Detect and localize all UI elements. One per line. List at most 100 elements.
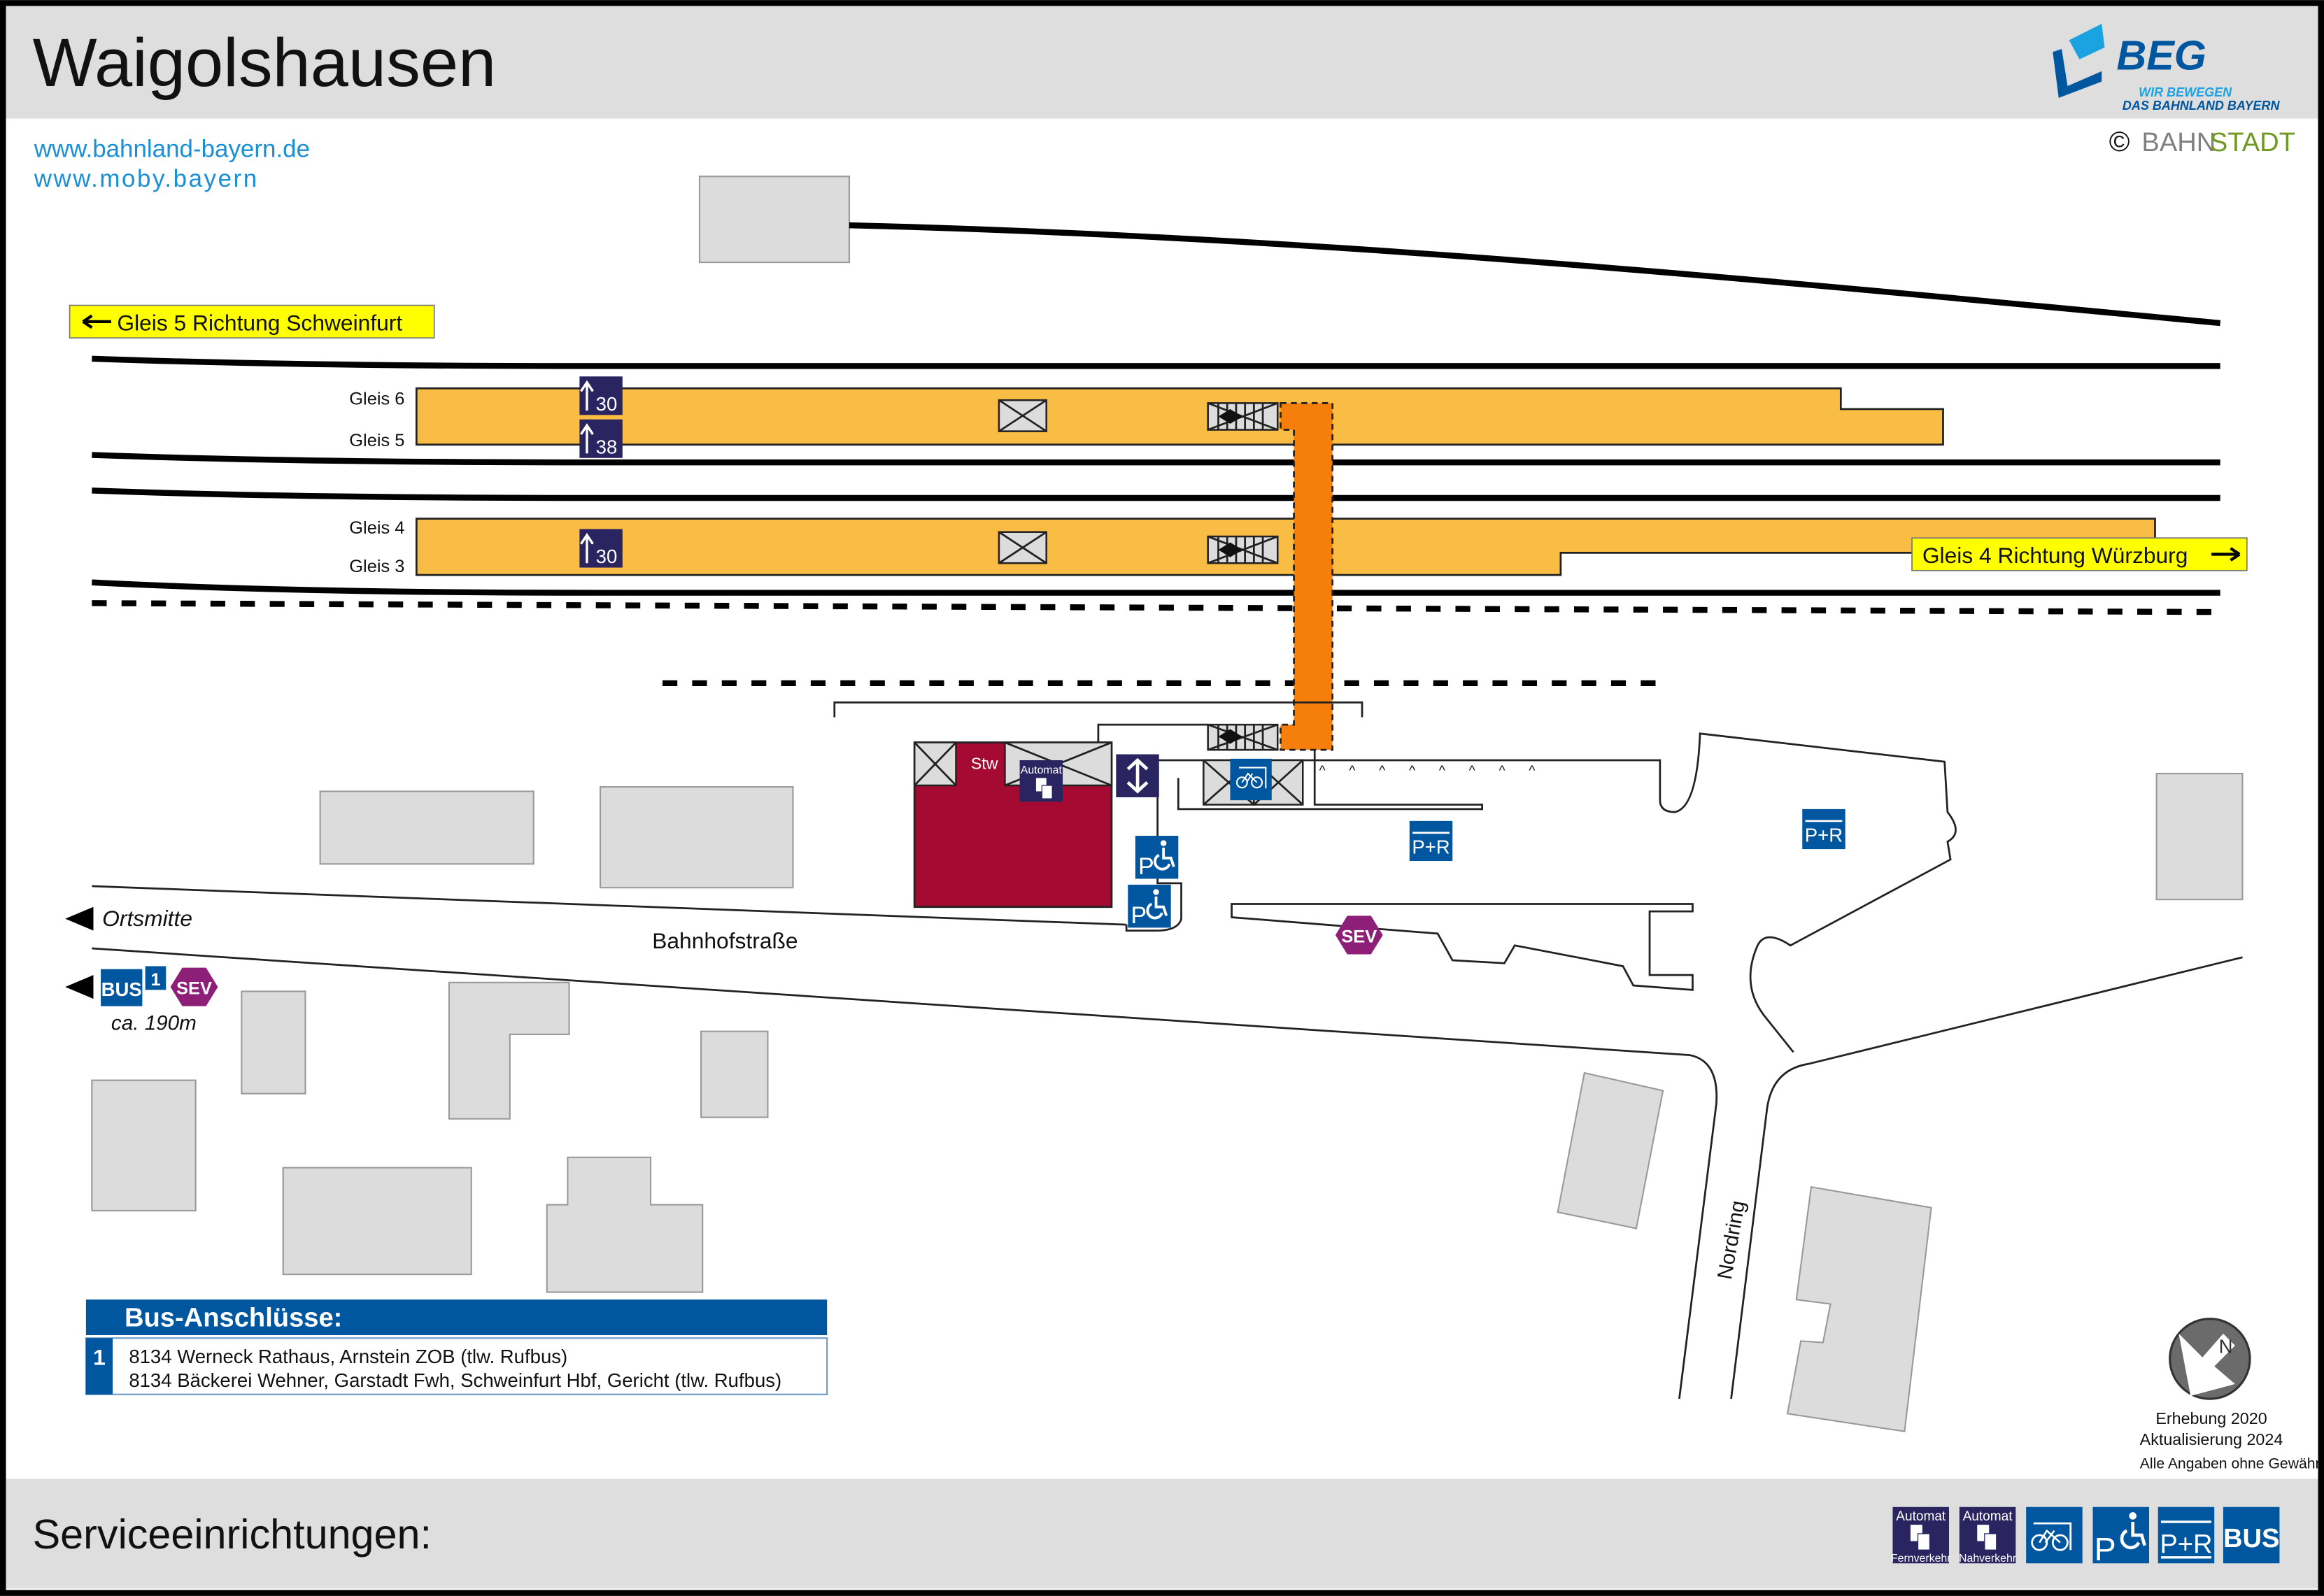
pr-label: P+R xyxy=(1805,824,1843,846)
compass-n: N xyxy=(2219,1335,2233,1357)
pr-label: P+R xyxy=(1412,836,1450,857)
header-band xyxy=(6,6,2318,119)
bus-icon: BUS xyxy=(2223,1506,2280,1564)
icon-label-bottom: Fernverkehr xyxy=(1891,1553,1951,1565)
direction-text: Gleis 4 Richtung Würzburg xyxy=(1922,543,2188,568)
station-title: Waigolshausen xyxy=(33,24,497,101)
bus-connections-table: Bus-Anschlüsse: 1 8134 Werneck Rathaus, … xyxy=(85,1299,828,1395)
copyright-bahn: BAHN xyxy=(2141,127,2216,157)
bus-stop-number: 1 xyxy=(93,1344,106,1369)
icon-label: BUS xyxy=(2223,1523,2280,1553)
direction-text: Gleis 5 Richtung Schweinfurt xyxy=(117,311,402,336)
disabled-parking-icon: P xyxy=(1128,884,1171,929)
platform-edge-markers: ^^^^^^^^ xyxy=(1319,764,1559,778)
p-label: P xyxy=(1131,902,1147,929)
triangle-left-icon xyxy=(65,975,94,999)
platform-height-sign: 30 xyxy=(579,376,623,415)
p-label: P xyxy=(1138,853,1154,880)
stairs xyxy=(1207,535,1279,564)
bus-distance: ca. 190m xyxy=(111,1012,197,1035)
bus-icon xyxy=(101,969,143,1006)
sign-value: 38 xyxy=(596,436,618,457)
building xyxy=(1786,1185,1932,1432)
building xyxy=(1557,1071,1664,1230)
arrow-right-icon xyxy=(2211,547,2241,562)
beg-logo-text: BEG xyxy=(2116,32,2206,79)
track-label-gleis-6: Gleis 6 xyxy=(349,390,404,409)
disabled-parking-icon: P xyxy=(1135,836,1179,880)
triangle-left-icon xyxy=(65,906,94,931)
icon-label-top: Automat xyxy=(1963,1509,2013,1524)
stairs xyxy=(1207,402,1279,431)
park-and-ride-icon: P+R xyxy=(1802,808,1845,850)
bus-line-badge xyxy=(145,966,166,990)
link-bahnland[interactable]: www.bahnland-bayern.de xyxy=(34,136,310,163)
sign-value: 30 xyxy=(596,546,618,567)
direction-ortsmitte: Ortsmitte xyxy=(65,906,192,931)
building xyxy=(700,1030,769,1118)
park-and-ride-icon: P+R xyxy=(1409,820,1453,862)
icon-label-bottom: Nahverkehr xyxy=(1959,1553,2017,1565)
bus-route-line: 8134 Bäckerei Wehner, Garstadt Fwh, Schw… xyxy=(129,1369,781,1391)
street-label-bahnhofstrasse: Bahnhofstraße xyxy=(652,928,798,953)
building xyxy=(546,1156,704,1293)
surrounding-buildings xyxy=(91,176,2244,1432)
link-moby[interactable]: www.moby.bayern xyxy=(34,165,259,192)
bahnstadt-copyright: © BAHN STADT xyxy=(2109,126,2295,157)
sev-label: SEV xyxy=(176,979,212,999)
bike-parking-icon xyxy=(2026,1506,2083,1564)
track-label-gleis-3: Gleis 3 xyxy=(349,557,404,576)
ortsmitte-label: Ortsmitte xyxy=(102,906,192,931)
ticket-machine-regional-icon: Automat Nahverkehr xyxy=(1959,1506,2017,1565)
direction-label-schweinfurt: Gleis 5 Richtung Schweinfurt xyxy=(69,304,435,339)
services-title: Serviceeinrichtungen: xyxy=(33,1511,432,1558)
arrow-left-icon xyxy=(82,314,111,329)
station-outlines: ^^^^^^^^ xyxy=(833,701,1957,1053)
building xyxy=(448,981,570,1120)
building xyxy=(2155,772,2244,901)
disabled-parking-icon: P xyxy=(2092,1506,2150,1567)
building xyxy=(91,1079,197,1212)
survey-note: Erhebung 2020 xyxy=(2155,1409,2267,1427)
beg-tagline-1: WIR BEWEGEN xyxy=(2139,85,2232,99)
stw-label: Stw xyxy=(971,755,998,773)
automat-label: Automat xyxy=(1021,764,1063,776)
building xyxy=(282,1167,472,1276)
platform-height-sign: 30 xyxy=(579,529,623,568)
building xyxy=(599,786,794,889)
platform-height-sign: 38 xyxy=(579,419,623,458)
platform-shelter xyxy=(998,531,1048,564)
track-label-gleis-4: Gleis 4 xyxy=(349,518,404,538)
stairs xyxy=(1207,723,1279,751)
sev-label: SEV xyxy=(1341,927,1377,947)
direction-label-wuerzburg: Gleis 4 Richtung Würzburg xyxy=(1911,537,2248,571)
building xyxy=(698,176,851,264)
beg-tagline-2: DAS BAHNLAND BAYERN xyxy=(2123,99,2281,113)
beg-logo: BEG WIR BEWEGEN DAS BAHNLAND BAYERN xyxy=(2053,24,2281,113)
building xyxy=(241,990,306,1095)
icon-label-top: Automat xyxy=(1896,1509,1946,1524)
platform-shelter xyxy=(998,399,1048,432)
park-and-ride-icon: P+R xyxy=(2158,1506,2215,1564)
sign-value: 30 xyxy=(596,393,618,415)
disclaimer-note: Alle Angaben ohne Gewähr! xyxy=(2140,1456,2324,1472)
track-label-gleis-5: Gleis 5 xyxy=(349,431,404,450)
roads: Bahnhofstraße Nordring xyxy=(92,885,2243,1399)
sev-icon xyxy=(170,967,218,1006)
bus-label: BUS xyxy=(101,978,142,1000)
sev-stop-icon: SEV xyxy=(1335,915,1383,955)
update-note: Aktualisierung 2024 xyxy=(2140,1430,2283,1448)
bus-table-title: Bus-Anschlüsse: xyxy=(125,1302,342,1332)
ticket-machine-icon: Automat xyxy=(1019,760,1063,802)
elevator-icon xyxy=(1116,754,1159,797)
direction-bus-stop: BUS 1 SEV ca. 190m xyxy=(65,966,218,1035)
ticket-machine-long-distance-icon: Automat Fernverkehr xyxy=(1891,1506,1951,1565)
building xyxy=(319,790,534,865)
bus-line-number: 1 xyxy=(150,970,160,990)
copyright-symbol: © xyxy=(2109,126,2130,157)
copyright-stadt: STADT xyxy=(2210,127,2295,157)
underpass xyxy=(1280,402,1334,751)
icon-label: P+R xyxy=(2160,1529,2212,1559)
bus-route-line: 8134 Werneck Rathaus, Arnstein ZOB (tlw.… xyxy=(129,1346,567,1367)
